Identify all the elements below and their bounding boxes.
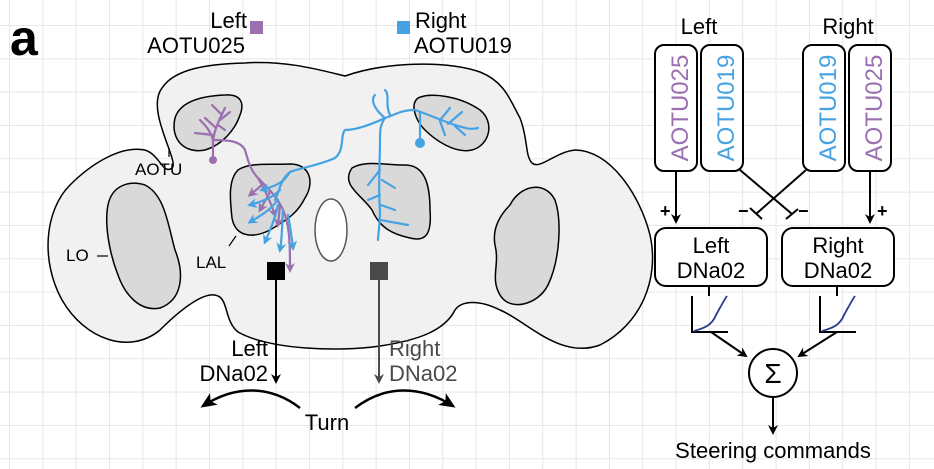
aotu025-neuron <box>193 103 295 273</box>
legend-left-line2: AOTU025 <box>147 33 245 58</box>
input-label: AOTU019 <box>713 55 740 162</box>
input-box-left-aotu019: AOTU019 <box>700 44 744 172</box>
right-minus-sign: − <box>738 201 749 221</box>
svg-text:DNa02: DNa02 <box>804 258 872 283</box>
right-nonlinearity-icon <box>819 286 856 333</box>
lo-label: LO <box>66 246 89 265</box>
legend-left-swatch <box>250 21 263 34</box>
svg-text:DNa02: DNa02 <box>677 258 745 283</box>
left-dna02-node: Left DNa02 <box>654 227 768 287</box>
right-inhibitory-bar <box>749 207 763 220</box>
lo-right-neuropil <box>493 186 560 306</box>
left-dna02-soma <box>267 262 285 280</box>
left-plus-sign: + <box>660 201 671 221</box>
circuit-right-header: Right <box>822 14 873 39</box>
svg-text:Left: Left <box>693 233 730 258</box>
right-to-sum-arrow <box>797 331 838 358</box>
left-to-sum-arrow <box>710 331 748 358</box>
right-dna02-label-line1: Right <box>389 336 440 361</box>
legend-right-line1: Right <box>415 8 466 33</box>
input-box-left-aotu025: AOTU025 <box>654 44 698 172</box>
left-dna02-label-line1: Left <box>231 336 268 361</box>
lal-label: LAL <box>196 253 226 272</box>
left-inhibitory-connection <box>739 169 793 215</box>
input-label: AOTU025 <box>861 55 888 162</box>
lo-left-neuropil <box>105 182 182 310</box>
right-plus-sign: + <box>877 201 888 221</box>
svg-text:Right: Right <box>812 233 863 258</box>
left-minus-sign: − <box>798 201 809 221</box>
right-dna02-label-line2: DNa02 <box>389 361 457 386</box>
steering-commands-label: Steering commands <box>675 438 871 463</box>
right-dna02-soma <box>370 262 388 280</box>
legend-left-line1: Left <box>210 8 247 33</box>
legend-right-line2: AOTU019 <box>414 33 512 58</box>
input-box-right-aotu025: AOTU025 <box>848 44 892 172</box>
turn-right-arrow <box>354 389 456 409</box>
turn-left-arrow <box>200 389 301 409</box>
left-nonlinearity-icon <box>691 286 728 333</box>
esophagus-hole <box>314 198 348 262</box>
circuit-left-header: Left <box>681 14 718 39</box>
left-inhibitory-bar <box>785 208 799 220</box>
right-dna02-node: Right DNa02 <box>781 227 895 287</box>
panel-label: a <box>10 10 39 66</box>
input-box-right-aotu019: AOTU019 <box>802 44 846 172</box>
turn-label: Turn <box>305 410 349 435</box>
legend-right-swatch <box>397 21 410 34</box>
left-dna02-label-line2: DNa02 <box>200 361 268 386</box>
right-inhibitory-connection <box>755 169 807 215</box>
aotu-label: AOTU <box>135 160 182 179</box>
sum-symbol: Σ <box>764 358 781 389</box>
input-label: AOTU025 <box>667 55 694 162</box>
input-label: AOTU019 <box>815 55 842 162</box>
aotu019-neuron <box>247 88 480 253</box>
lal-leader <box>228 235 237 247</box>
